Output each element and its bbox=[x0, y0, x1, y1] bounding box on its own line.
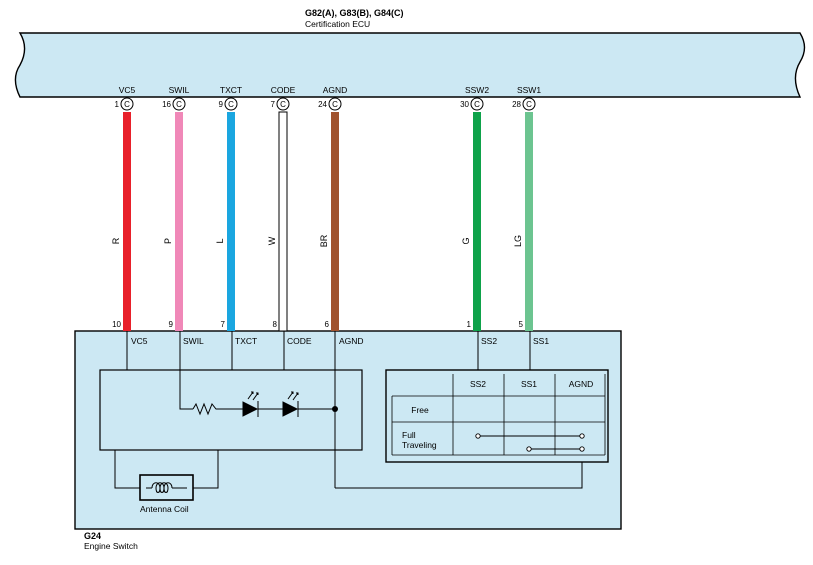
wire-ssw2-connector bbox=[470, 97, 484, 111]
wire-swil-ecu-name: SWIL bbox=[169, 85, 190, 95]
wire-code-switch-name: CODE bbox=[287, 336, 312, 346]
wire-vc5-switch-name: VC5 bbox=[131, 336, 148, 346]
led-icon bbox=[282, 391, 299, 417]
wire-swil-color-code: P bbox=[163, 238, 173, 244]
wire-ssw1-ecu-name: SSW1 bbox=[517, 85, 541, 95]
wire-agnd-switch-name: AGND bbox=[339, 336, 364, 346]
table-row-free: Free bbox=[411, 405, 429, 415]
wire-agnd-ecu-pin: 24 bbox=[318, 100, 327, 109]
wire-code-ecu-name: CODE bbox=[271, 85, 296, 95]
wire-agnd-connector-letter: C bbox=[332, 100, 338, 109]
wire-txct-connector bbox=[224, 97, 238, 111]
wires-layer: C1VC5R10VC5C16SWILP9SWILC9TXCTL7TXCTC7CO… bbox=[111, 85, 549, 346]
wire-code bbox=[278, 111, 288, 332]
wire-agnd bbox=[331, 112, 339, 331]
table-row-full: Full bbox=[402, 430, 416, 440]
wire-ssw1-ecu-pin: 28 bbox=[512, 100, 521, 109]
wire-swil-ecu-pin: 16 bbox=[162, 100, 171, 109]
wire-txct-switch-pin: 7 bbox=[221, 320, 226, 329]
wire-ssw1-switch-pin: 5 bbox=[519, 320, 524, 329]
engine-switch-code: G24 bbox=[84, 531, 101, 541]
wire-vc5-ecu-pin: 1 bbox=[115, 100, 120, 109]
wire-ssw2 bbox=[473, 112, 481, 331]
wire-code-connector bbox=[276, 97, 290, 111]
engine-switch-name: Engine Switch bbox=[84, 541, 138, 551]
wire-ssw2-switch-name: SS2 bbox=[481, 336, 497, 346]
wire-txct-color-code: L bbox=[215, 238, 225, 243]
wire-code-connector-letter: C bbox=[280, 100, 286, 109]
wire-vc5-switch-pin: 10 bbox=[112, 320, 121, 329]
table-row-traveling: Traveling bbox=[402, 440, 437, 450]
wire-agnd-switch-pin: 6 bbox=[325, 320, 330, 329]
wire-vc5-ecu-name: VC5 bbox=[119, 85, 136, 95]
wire-vc5-connector-letter: C bbox=[124, 100, 130, 109]
wire-ssw1-connector bbox=[522, 97, 536, 111]
table-header-ss2: SS2 bbox=[470, 379, 486, 389]
wire-txct bbox=[227, 112, 235, 331]
wire-ssw1-connector-letter: C bbox=[526, 100, 532, 109]
wire-ssw2-ecu-name: SSW2 bbox=[465, 85, 489, 95]
wire-agnd-color-code: BR bbox=[319, 234, 329, 247]
wire-txct-switch-name: TXCT bbox=[235, 336, 257, 346]
wire-ssw2-switch-pin: 1 bbox=[467, 320, 472, 329]
internal-circuit bbox=[114, 331, 583, 489]
wire-ssw1-color-code: LG bbox=[513, 235, 523, 247]
led-icon bbox=[242, 391, 259, 417]
wire-vc5-connector bbox=[120, 97, 134, 111]
wire-swil bbox=[175, 112, 183, 331]
wire-code-color-code: W bbox=[267, 236, 277, 245]
wire-txct-connector-letter: C bbox=[228, 100, 234, 109]
wire-vc5-color-code: R bbox=[111, 237, 121, 244]
wire-swil-connector bbox=[172, 97, 186, 111]
table-header-agnd: AGND bbox=[569, 379, 594, 389]
wire-agnd-connector bbox=[328, 97, 342, 111]
wire-txct-ecu-pin: 9 bbox=[219, 100, 224, 109]
wire-swil-switch-pin: 9 bbox=[169, 320, 174, 329]
ecu-subtitle: Certification ECU bbox=[305, 19, 370, 29]
wire-code-ecu-pin: 7 bbox=[271, 100, 276, 109]
wire-ssw2-ecu-pin: 30 bbox=[460, 100, 469, 109]
wire-swil-connector-letter: C bbox=[176, 100, 182, 109]
transponder-module bbox=[99, 369, 363, 451]
wire-vc5 bbox=[123, 112, 131, 331]
wire-code-switch-pin: 8 bbox=[273, 320, 278, 329]
wire-swil-switch-name: SWIL bbox=[183, 336, 204, 346]
wire-ssw1-switch-name: SS1 bbox=[533, 336, 549, 346]
ecu-title: G82(A), G83(B), G84(C) bbox=[305, 8, 404, 18]
ecu-body bbox=[14, 32, 806, 98]
wire-ssw1 bbox=[525, 112, 533, 331]
coil-icon bbox=[146, 482, 187, 493]
wire-ssw2-connector-letter: C bbox=[474, 100, 480, 109]
wire-agnd-ecu-name: AGND bbox=[323, 85, 348, 95]
switch-table: SS2 SS1 AGND Free Full Traveling bbox=[385, 369, 609, 463]
table-header-ss1: SS1 bbox=[521, 379, 537, 389]
agnd-junction bbox=[332, 406, 338, 412]
wire-txct-ecu-name: TXCT bbox=[220, 85, 242, 95]
antenna-label: Antenna Coil bbox=[140, 504, 189, 514]
wire-ssw2-color-code: G bbox=[461, 237, 471, 244]
